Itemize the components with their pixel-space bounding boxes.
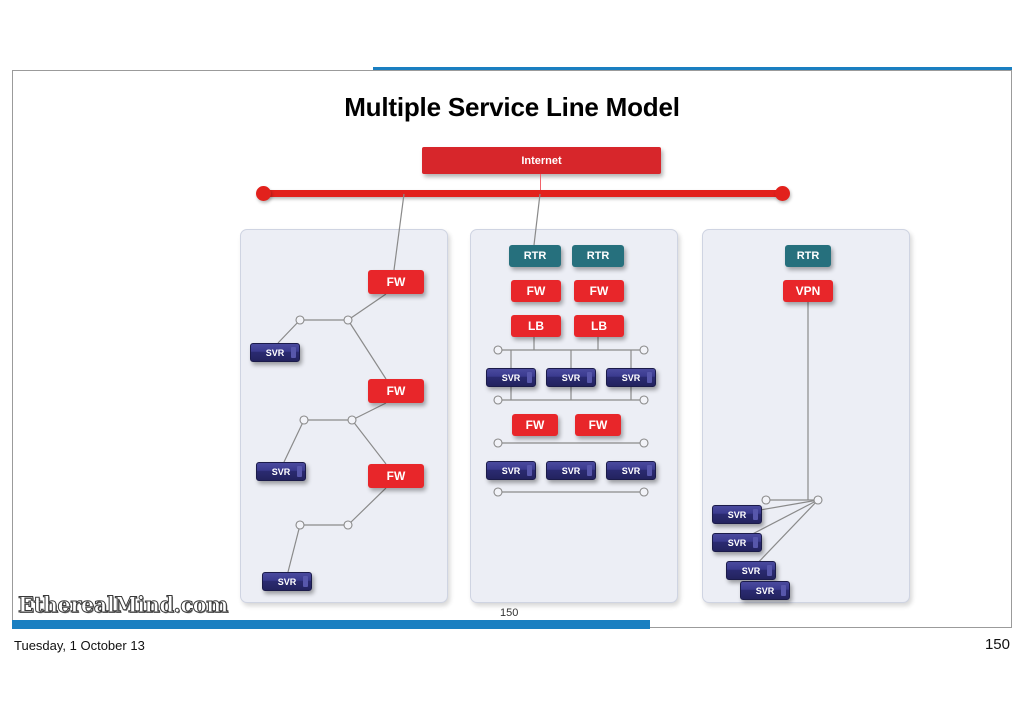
service-line-1-svr-1[interactable]: SVR	[250, 343, 300, 362]
node-label: FW	[386, 275, 406, 289]
service-line-3-svr-1[interactable]: SVR	[712, 505, 762, 524]
service-line-2-svr-2[interactable]: SVR	[546, 368, 596, 387]
service-line-3-svr-2[interactable]: SVR	[712, 533, 762, 552]
footer-date: Tuesday, 1 October 13	[14, 638, 145, 653]
service-line-1-fw-3[interactable]: FW	[368, 464, 424, 488]
node-label: LB	[591, 319, 607, 333]
node-label: SVR	[741, 565, 761, 576]
service-line-2-lb-2[interactable]: LB	[574, 315, 624, 337]
service-line-2-lb-1[interactable]: LB	[511, 315, 561, 337]
node-label: FW	[386, 469, 406, 483]
node-label: FW	[525, 418, 545, 432]
node-label: FW	[588, 418, 608, 432]
service-line-2-fw-3[interactable]: FW	[512, 414, 558, 436]
service-line-2-svr-6[interactable]: SVR	[606, 461, 656, 480]
service-line-1-svr-2[interactable]: SVR	[256, 462, 306, 481]
node-label: SVR	[561, 372, 581, 383]
node-label: FW	[386, 384, 406, 398]
service-line-2-svr-1[interactable]: SVR	[486, 368, 536, 387]
service-line-2-fw-2[interactable]: FW	[574, 280, 624, 302]
service-line-2-rtr-2[interactable]: RTR	[572, 245, 624, 267]
service-line-2-fw-4[interactable]: FW	[575, 414, 621, 436]
node-label: SVR	[727, 509, 747, 520]
service-line-1-fw-1[interactable]: FW	[368, 270, 424, 294]
node-label: SVR	[501, 465, 521, 476]
service-line-2-svr-4[interactable]: SVR	[486, 461, 536, 480]
node-label: VPN	[795, 284, 821, 298]
node-label: RTR	[586, 250, 610, 262]
service-line-3-rtr-1[interactable]: RTR	[785, 245, 831, 267]
node-label: SVR	[277, 576, 297, 587]
internet-bus-line	[262, 190, 784, 197]
bus-endpoint-right-icon	[775, 186, 790, 201]
internet-stem	[540, 174, 541, 194]
service-line-1-fw-2[interactable]: FW	[368, 379, 424, 403]
node-label: SVR	[271, 466, 291, 477]
service-line-3-svr-4[interactable]: SVR	[740, 581, 790, 600]
service-line-1-svr-3[interactable]: SVR	[262, 572, 312, 591]
bus-endpoint-left-icon	[256, 186, 271, 201]
slide-number-center: 150	[500, 607, 519, 619]
service-line-2-rtr-1[interactable]: RTR	[509, 245, 561, 267]
service-line-2-svr-5[interactable]: SVR	[546, 461, 596, 480]
bottom-accent-bar	[12, 620, 650, 629]
page-title: Multiple Service Line Model	[344, 92, 680, 122]
node-label: SVR	[501, 372, 521, 383]
node-label: FW	[589, 284, 609, 298]
internet-node[interactable]: Internet	[422, 147, 661, 174]
service-line-2-svr-3[interactable]: SVR	[606, 368, 656, 387]
node-label: LB	[528, 319, 544, 333]
service-line-3-vpn-1[interactable]: VPN	[783, 280, 833, 302]
node-label: SVR	[265, 347, 285, 358]
node-label: RTR	[523, 250, 547, 262]
watermark: EtherealMind.com	[18, 592, 229, 618]
service-line-3-svr-3[interactable]: SVR	[726, 561, 776, 580]
internet-label: Internet	[521, 154, 562, 167]
node-label: SVR	[621, 465, 641, 476]
footer-page-number: 150	[984, 636, 1010, 653]
node-label: RTR	[796, 250, 820, 262]
node-label: SVR	[621, 372, 641, 383]
node-label: SVR	[755, 585, 775, 596]
service-line-panel-2	[470, 229, 678, 603]
node-label: SVR	[727, 537, 747, 548]
node-label: FW	[526, 284, 546, 298]
service-line-2-fw-1[interactable]: FW	[511, 280, 561, 302]
node-label: SVR	[561, 465, 581, 476]
